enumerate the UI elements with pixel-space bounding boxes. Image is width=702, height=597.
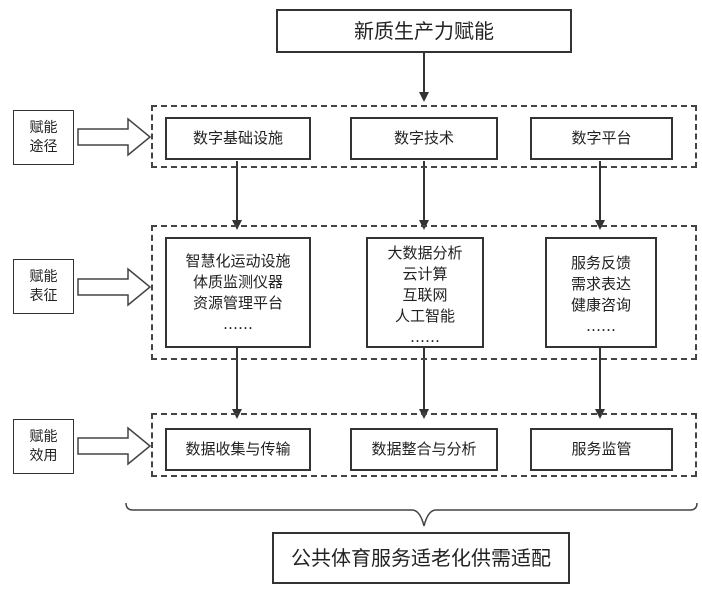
node-digital-platform: 数字平台 bbox=[530, 117, 673, 160]
infra-item-2: 体质监测仪器 bbox=[192, 273, 283, 291]
tech-item-3: 互联网 bbox=[402, 286, 448, 304]
node-service-supervision: 服务监管 bbox=[530, 428, 673, 471]
side-label-effect-line2: 效用 bbox=[29, 447, 58, 464]
node-digital-technology: 数字技术 bbox=[350, 117, 498, 160]
block-arrow-char bbox=[77, 267, 152, 307]
node-digital-infrastructure: 数字基础设施 bbox=[165, 117, 311, 160]
platform-item-1: 服务反馈 bbox=[570, 254, 631, 272]
side-label-char: 赋能 表征 bbox=[13, 259, 74, 314]
side-label-char-line1: 赋能 bbox=[29, 268, 58, 285]
bottom-box: 公共体育服务适老化供需适配 bbox=[272, 532, 570, 584]
block-arrow-effect bbox=[77, 426, 152, 466]
side-label-path-line1: 赋能 bbox=[29, 119, 58, 136]
side-label-effect: 赋能 效用 bbox=[13, 419, 74, 474]
tech-item-2: 云计算 bbox=[402, 265, 448, 283]
tech-item-5: …… bbox=[410, 328, 440, 346]
group-path bbox=[151, 105, 697, 168]
side-label-char-line2: 表征 bbox=[29, 287, 58, 304]
infra-item-4: …… bbox=[223, 315, 253, 333]
group-char bbox=[151, 225, 697, 360]
node-data-collection: 数据收集与传输 bbox=[165, 428, 311, 471]
side-label-path-line2: 途径 bbox=[29, 138, 58, 155]
node-infra-details: 智慧化运动设施 体质监测仪器 资源管理平台 …… bbox=[165, 237, 311, 348]
tech-item-4: 人工智能 bbox=[394, 307, 455, 325]
platform-item-2: 需求表达 bbox=[570, 275, 631, 293]
tech-item-1: 大数据分析 bbox=[387, 244, 463, 262]
side-label-path: 赋能 途径 bbox=[13, 110, 74, 165]
side-label-effect-line1: 赋能 bbox=[29, 428, 58, 445]
bottom-brace bbox=[125, 502, 698, 527]
infra-item-3: 资源管理平台 bbox=[192, 294, 283, 312]
node-tech-details: 大数据分析 云计算 互联网 人工智能 …… bbox=[366, 237, 484, 348]
node-data-integration: 数据整合与分析 bbox=[350, 428, 498, 471]
node-platform-details: 服务反馈 需求表达 健康咨询 …… bbox=[545, 237, 657, 348]
block-arrow-path bbox=[77, 117, 152, 157]
platform-item-3: 健康咨询 bbox=[570, 296, 631, 314]
platform-item-4: …… bbox=[586, 317, 616, 335]
group-effect bbox=[151, 413, 697, 477]
infra-item-1: 智慧化运动设施 bbox=[185, 252, 291, 270]
top-box: 新质生产力赋能 bbox=[276, 9, 572, 53]
